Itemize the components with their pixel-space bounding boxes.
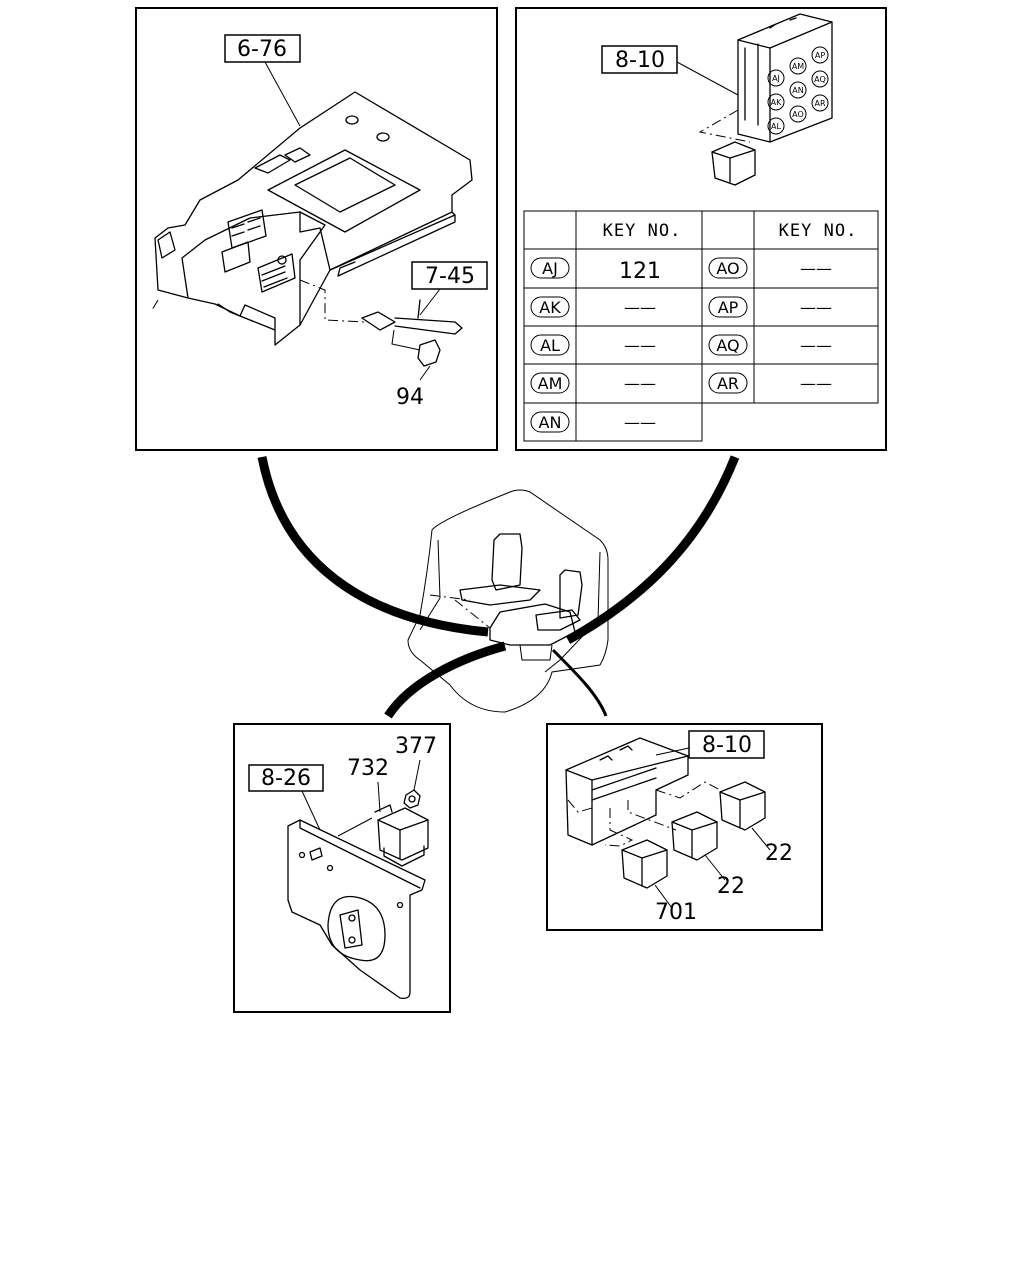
panel-relay-bracket: 8-26 732 377: [233, 723, 451, 1013]
table-value: ——: [624, 336, 656, 355]
table-value: 121: [619, 259, 661, 284]
table-value: ——: [800, 336, 832, 355]
ref-box-cable: [411, 261, 488, 290]
ref-label-console: 6-76: [237, 37, 287, 62]
table-value: ——: [624, 374, 656, 393]
table-code: AR: [717, 374, 739, 393]
table-value: ——: [624, 298, 656, 317]
part-label-clip: 94: [396, 385, 424, 410]
ref-box-fuse: [601, 45, 678, 74]
table-header-key-no-left: KEY NO.: [603, 221, 682, 241]
svg-text:AR: AR: [814, 99, 825, 108]
svg-text:AL: AL: [771, 122, 781, 131]
ref-label-bracket: 8-26: [261, 766, 311, 791]
fuse-key-table: KEY NO. KEY NO. AJ 121 AO —— AK —— AP ——…: [523, 210, 879, 442]
table-code: AO: [716, 259, 739, 278]
table-value: ——: [800, 298, 832, 317]
svg-text:AQ: AQ: [814, 75, 826, 84]
table-code: AL: [540, 336, 560, 355]
panel-frame: [515, 7, 887, 451]
table-code: AP: [718, 298, 739, 317]
table-value: ——: [800, 259, 832, 278]
ref-label-relay-block: 8-10: [702, 733, 752, 758]
table-code: AQ: [716, 336, 739, 355]
table-code: AK: [539, 298, 561, 317]
table-code: AJ: [542, 259, 558, 278]
callout-connectors: [257, 455, 740, 719]
table-value: ——: [800, 374, 832, 393]
part-label-relay-b: 22: [717, 874, 745, 899]
ref-label-cable: 7-45: [425, 264, 475, 289]
relay-bracket-drawing: [287, 759, 429, 1000]
fuse-block-drawing: AJ AM AP AK AN AQ AL AO AR: [698, 13, 833, 186]
ref-box-relay-block: [688, 730, 765, 759]
table-header-key-no-right: KEY NO.: [779, 221, 858, 241]
svg-text:AO: AO: [792, 110, 804, 119]
ref-box-console: [224, 34, 301, 63]
svg-text:AM: AM: [792, 62, 804, 71]
svg-text:AN: AN: [792, 86, 803, 95]
panel-relay-block: 8-10 22 22 701: [546, 723, 823, 931]
svg-text:AK: AK: [771, 98, 782, 107]
table-code: AN: [539, 413, 562, 432]
relay-block-drawing: [565, 737, 771, 909]
part-label-nut: 377: [395, 734, 437, 759]
part-label-relay-c: 701: [655, 900, 697, 925]
panel-center-console: 6-76 7-45 94: [135, 7, 498, 451]
table-value: ——: [624, 413, 656, 432]
ref-label-fuse: 8-10: [615, 48, 665, 73]
cab-overview: [407, 489, 609, 713]
panel-fuse-box: AJ AM AP AK AN AQ AL AO AR 8-10: [515, 7, 887, 451]
fuse-block-codes: AJ AM AP AK AN AQ AL AO AR: [767, 46, 829, 135]
svg-text:AP: AP: [815, 51, 825, 60]
ref-box-bracket: [248, 764, 324, 792]
center-console-drawing: [151, 91, 473, 381]
table-code: AM: [538, 374, 563, 393]
svg-text:AJ: AJ: [772, 74, 780, 83]
part-label-relay-a: 22: [765, 841, 793, 866]
part-label-relay: 732: [347, 756, 389, 781]
